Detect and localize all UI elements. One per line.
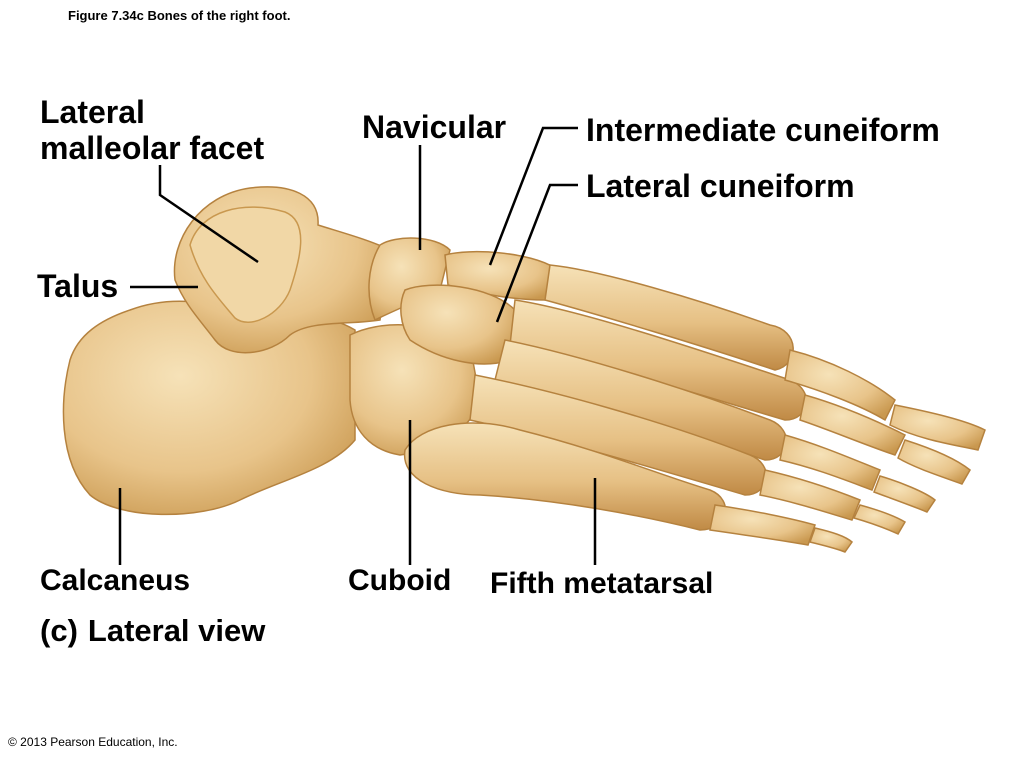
leader-lines bbox=[118, 126, 597, 565]
view-title: (c) Lateral view bbox=[40, 613, 275, 649]
label-lateral-malleolar-facet-line2: malleolar facet bbox=[40, 130, 265, 166]
lateral-cuneiform-bone bbox=[400, 284, 516, 365]
label-intermediate-cuneiform: Intermediate cuneiform bbox=[586, 112, 940, 148]
label-talus: Talus bbox=[37, 268, 119, 304]
calcaneus-bone bbox=[62, 300, 356, 516]
figure-caption: Figure 7.34c Bones of the right foot. bbox=[68, 8, 291, 23]
label-navicular: Navicular bbox=[362, 109, 507, 145]
label-calcaneus: Calcaneus bbox=[40, 564, 191, 597]
leader-lateral-malleolar-facet bbox=[158, 165, 259, 264]
phalanges bbox=[709, 349, 986, 553]
label-lateral-malleolar-facet-line1: Lateral bbox=[40, 94, 145, 130]
view-letter: (c) bbox=[40, 613, 78, 648]
copyright-notice: © 2013 Pearson Education, Inc. bbox=[8, 735, 178, 749]
label-fifth-metatarsal: Fifth metatarsal bbox=[490, 567, 714, 600]
label-lateral-malleolar-facet: Lateral malleolar facet bbox=[40, 94, 264, 166]
view-name: Lateral view bbox=[87, 613, 266, 648]
label-lateral-cuneiform: Lateral cuneiform bbox=[586, 168, 855, 204]
leader-intermediate-cuneiform bbox=[488, 126, 578, 266]
leader-lateral-cuneiform bbox=[495, 183, 578, 323]
label-cuboid: Cuboid bbox=[348, 564, 452, 597]
metatarsals bbox=[403, 264, 807, 531]
